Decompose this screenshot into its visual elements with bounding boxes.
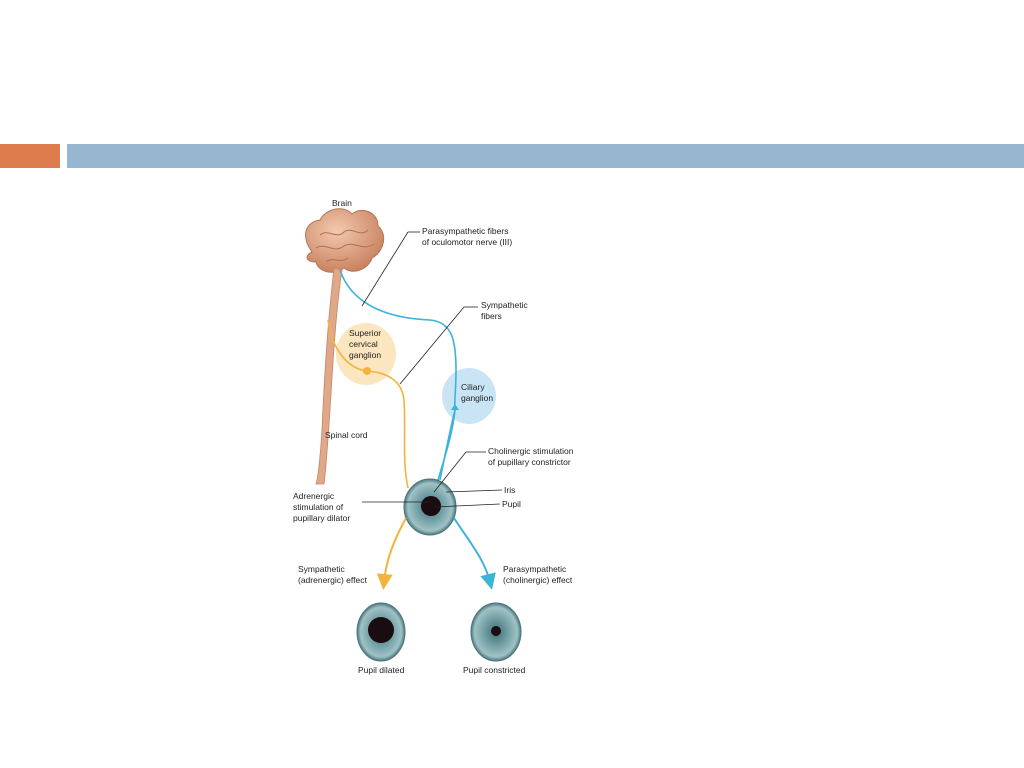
label-spinal-cord: Spinal cord <box>325 430 368 440</box>
brain-illustration <box>305 208 385 273</box>
label-cholinergic: Cholinergic stimulation <box>488 446 574 456</box>
superior-cervical-ganglion <box>336 323 396 385</box>
label-ciliary-ganglion: Ciliary <box>461 382 485 392</box>
label-iris: Iris <box>504 485 515 495</box>
label-parasympathetic-fibers: Parasympathetic fibers <box>422 226 508 236</box>
label-sympathetic-effect-line2: (adrenergic) effect <box>298 575 367 585</box>
label-pupil: Pupil <box>502 499 521 509</box>
label-superior-ganglion: Superior <box>349 328 381 338</box>
title-bar-accent <box>0 144 60 168</box>
spinal-cord <box>315 267 343 485</box>
label-pupil-dilated: Pupil dilated <box>358 665 405 675</box>
title-bar <box>67 144 1024 168</box>
label-cholinergic-line2: of pupillary constrictor <box>488 457 571 467</box>
label-ciliary-ganglion-line2: ganglion <box>461 393 493 403</box>
parasympathetic-effect-arrow <box>453 517 496 590</box>
sympathetic-nerve-path <box>327 319 409 489</box>
label-parasympathetic-effect: Parasympathetic <box>503 564 567 574</box>
label-adrenergic-line3: pupillary dilator <box>293 513 350 523</box>
label-parasympathetic-effect-line2: (cholinergic) effect <box>503 575 573 585</box>
leader-lines <box>361 231 503 508</box>
label-sympathetic-fibers-line2: fibers <box>481 311 502 321</box>
constricted-eye <box>470 602 522 662</box>
label-parasympathetic-fibers-line2: of oculomotor nerve (III) <box>422 237 512 247</box>
dilated-eye <box>356 602 406 662</box>
label-sympathetic-fibers: Sympathetic <box>481 300 529 310</box>
label-superior-ganglion-line3: ganglion <box>349 350 381 360</box>
label-superior-ganglion-line2: cervical <box>349 339 378 349</box>
central-eye <box>403 478 457 536</box>
label-adrenergic: Adrenergic <box>293 491 335 501</box>
label-brain: Brain <box>332 198 352 208</box>
label-sympathetic-effect: Sympathetic <box>298 564 346 574</box>
label-pupil-constricted: Pupil constricted <box>463 665 526 675</box>
parasympathetic-nerve-path <box>339 269 457 489</box>
sympathetic-effect-arrow <box>376 517 407 590</box>
label-adrenergic-line2: stimulation of <box>293 502 344 512</box>
